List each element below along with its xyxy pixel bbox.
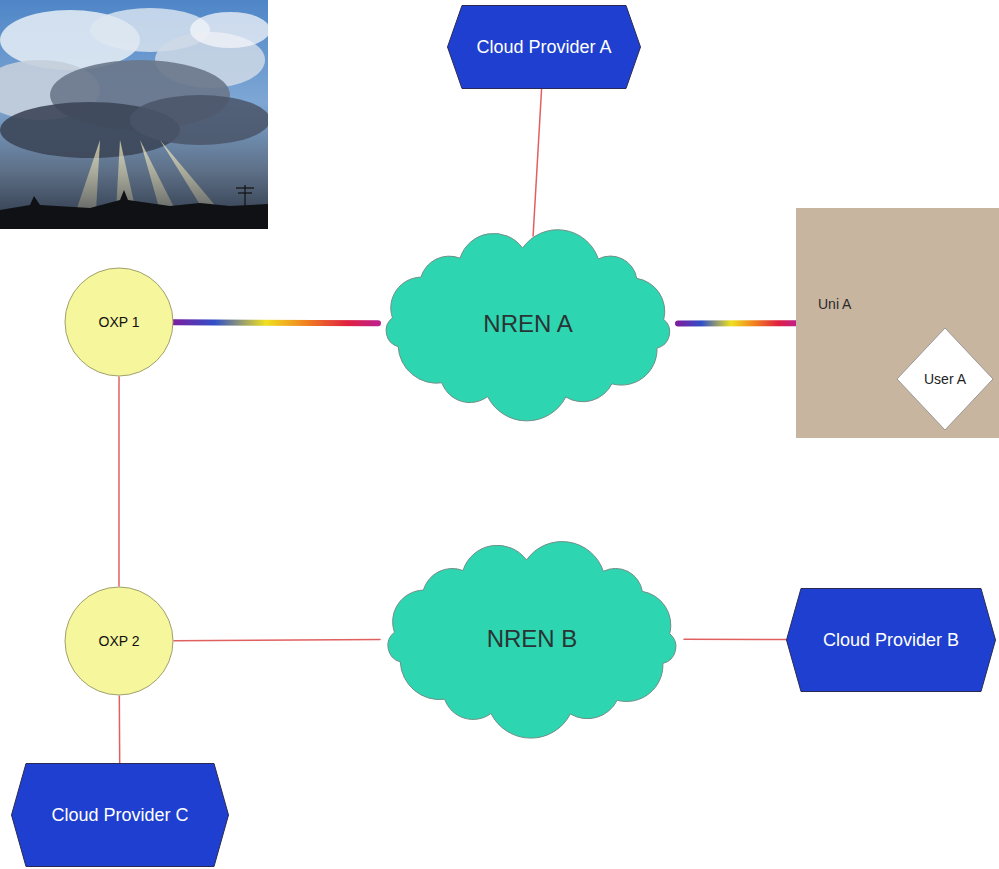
node-label: Cloud Provider C (51, 805, 188, 826)
circle-node: OXP 2 (64, 586, 174, 696)
rainbow-border (796, 433, 999, 438)
network-link (533, 89, 541, 236)
rainbow-border (796, 208, 801, 438)
node-label: NREN A (483, 310, 572, 338)
cloud-shape (386, 230, 670, 421)
hexagon-shape (12, 764, 229, 867)
node-label: OXP 1 (99, 314, 140, 330)
network-link (174, 639, 380, 640)
circle-node: OXP 1 (64, 267, 174, 377)
hexagon-shape (448, 6, 641, 89)
network-link (119, 696, 121, 763)
cloud-node: NREN B (372, 540, 692, 737)
node-label: NREN B (487, 625, 578, 653)
hexagon-shape (787, 589, 996, 692)
lightpath-link (678, 320, 796, 326)
circle-shape (65, 268, 173, 376)
rainbow-border (796, 208, 999, 213)
node-label: Cloud Provider B (823, 630, 959, 651)
hex-node: Cloud Provider C (11, 763, 229, 867)
node-label: OXP 2 (99, 633, 140, 649)
diamond-node: User A (896, 327, 994, 431)
node-label: Uni A (818, 296, 851, 312)
hex-node: Cloud Provider A (447, 5, 641, 89)
hex-node: Cloud Provider B (786, 588, 996, 692)
rainbow-node: Uni A User A (796, 208, 999, 438)
cloud-shape (388, 542, 676, 739)
node-label: Cloud Provider A (476, 37, 611, 58)
network-link (118, 377, 120, 586)
lightpath-link (174, 319, 378, 326)
diamond-shape (897, 328, 993, 430)
rainbow-border (994, 208, 999, 438)
cloud-node: NREN A (370, 228, 686, 420)
region-fill (796, 208, 999, 438)
network-link (684, 638, 786, 640)
circle-shape (65, 587, 173, 695)
sky-photo (0, 0, 268, 229)
node-label: User A (924, 371, 966, 387)
